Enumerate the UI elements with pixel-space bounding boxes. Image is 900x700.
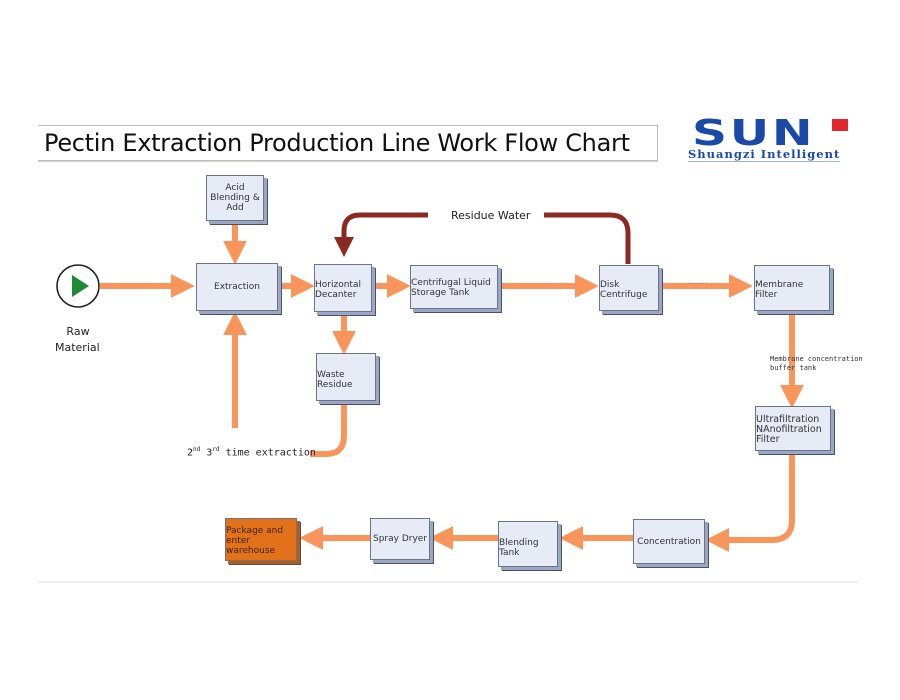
- node-label: Centrifuge: [600, 290, 648, 300]
- return-line-residue-water-right: [544, 212, 631, 264]
- node-label: Residue: [317, 380, 353, 390]
- node-ultrafiltration-nanofiltration-filter[interactable]: Ultrafiltration NAnofiltration Filter: [755, 406, 831, 451]
- reextraction-suffix-rd: rd: [212, 446, 220, 453]
- node-extraction[interactable]: Extraction: [196, 263, 278, 311]
- node-label: Storage Tank: [411, 287, 470, 298]
- node-label: Horizontal: [315, 280, 361, 290]
- arrow-ultra-to-concentration: [705, 452, 795, 552]
- logo-accent: [832, 119, 848, 131]
- node-label: Concentration: [637, 536, 701, 547]
- return-arrow-residue-water-left: [334, 212, 428, 257]
- membrane-buffer-line1: Membrane concentration: [770, 355, 863, 363]
- line-waste-to-reextraction: [310, 404, 347, 457]
- logo-subtitle: Shuangzi Intelligent: [688, 147, 841, 162]
- node-label: Decanter: [315, 290, 357, 300]
- node-label: Package and: [226, 525, 284, 536]
- node-label: Tank: [499, 548, 520, 558]
- node-spray-dryer[interactable]: Spray Dryer: [370, 518, 430, 560]
- membrane-buffer-line2: buffer tank: [770, 364, 817, 372]
- reextraction-label: 2nd 3rd time extraction: [187, 446, 316, 458]
- node-label: Filter: [755, 290, 778, 300]
- node-label: Add: [226, 203, 244, 213]
- start-label-line1: Raw: [66, 325, 90, 338]
- start-icon: [56, 264, 100, 308]
- node-label: Centrifugal Liquid: [411, 277, 491, 288]
- logo-wordmark: SUN: [692, 113, 816, 154]
- node-blending-tank[interactable]: Blending Tank: [498, 521, 558, 567]
- node-label: Filter: [756, 433, 780, 445]
- start-label: Raw: [66, 325, 90, 338]
- reextraction-text: time extraction: [219, 447, 316, 459]
- residue-water-label: Residue Water: [451, 209, 531, 222]
- reextraction-ordinal-2: 2: [187, 447, 194, 459]
- node-horizontal-decanter[interactable]: Horizontal Decanter: [314, 264, 372, 312]
- node-waste-residue[interactable]: Waste Residue: [316, 353, 376, 401]
- node-label: NAnofiltration: [756, 423, 822, 435]
- node-label: Membrane: [755, 280, 804, 290]
- company-logo: SUN Shuangzi Intelligent: [686, 116, 856, 166]
- node-centrifugal-liquid-storage-tank[interactable]: Centrifugal Liquid Storage Tank: [410, 265, 498, 309]
- node-label: warehouse: [226, 545, 276, 556]
- node-label: Disk: [600, 280, 620, 290]
- reextraction-suffix-nd: nd: [193, 446, 201, 453]
- node-label: enter: [226, 535, 251, 546]
- title-frame: [38, 125, 658, 161]
- node-label: Ultrafiltration: [756, 413, 820, 425]
- node-acid-blending[interactable]: Acid Blending & Add: [206, 175, 264, 221]
- footer-divider: [38, 581, 858, 583]
- node-membrane-filter[interactable]: Membrane Filter: [754, 265, 830, 311]
- node-label: Waste: [317, 370, 345, 380]
- node-label: Blending &: [210, 193, 260, 203]
- start-label-line2: Material: [55, 341, 100, 354]
- node-disk-centrifuge[interactable]: Disk Centrifuge: [599, 265, 659, 311]
- node-concentration[interactable]: Concentration: [633, 519, 705, 564]
- node-package-warehouse[interactable]: Package and enter warehouse: [225, 518, 297, 561]
- membrane-buffer-annotation: Membrane concentration buffer tank: [770, 355, 863, 373]
- page-title: Pectin Extraction Production Line Work F…: [44, 129, 630, 157]
- node-label: Extraction: [214, 282, 260, 292]
- reextraction-ordinal-3: 3: [200, 447, 213, 459]
- node-label: Acid: [225, 183, 245, 193]
- disk-to-membrane-label: ·······: [687, 281, 709, 287]
- node-label: Blending: [499, 538, 539, 548]
- node-label: Spray Dryer: [372, 534, 428, 544]
